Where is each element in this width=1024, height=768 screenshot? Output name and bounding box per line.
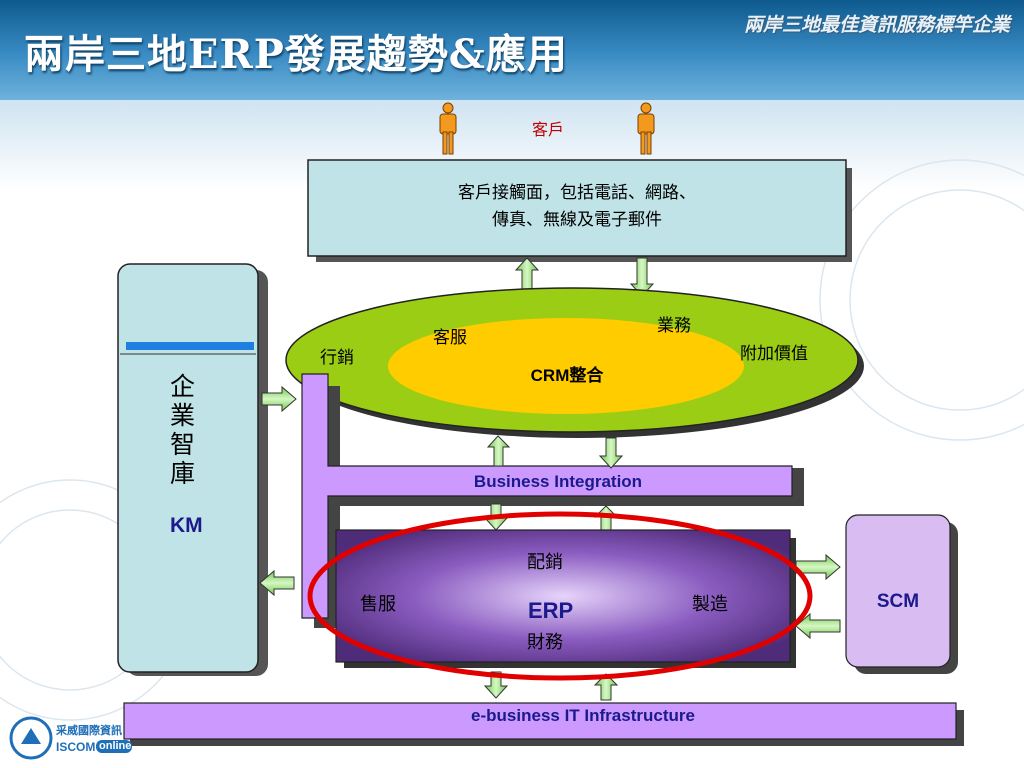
down-arrow-icon bbox=[598, 437, 624, 469]
left-arrow-icon bbox=[795, 612, 841, 640]
customer-label: 客戶 bbox=[532, 120, 565, 139]
erp-finance-label: 財務 bbox=[527, 632, 563, 653]
crm-title: CRM整合 bbox=[530, 366, 604, 385]
customer-person-icon bbox=[439, 102, 457, 155]
crm-value-added-label: 附加價值 bbox=[740, 344, 808, 364]
business-integration-bar bbox=[301, 373, 793, 619]
footer-logo bbox=[9, 716, 132, 760]
km-box bbox=[117, 263, 259, 673]
km-label: KM bbox=[170, 514, 203, 537]
footer-brand: ISCOM bbox=[56, 740, 96, 754]
crm-core bbox=[388, 318, 744, 414]
erp-sales-service-label: 售服 bbox=[360, 594, 396, 615]
erp-box bbox=[335, 529, 791, 663]
km-char-3: 智 bbox=[170, 430, 196, 459]
erp-distribution-label: 配銷 bbox=[527, 552, 563, 573]
page-title: 兩岸三地ERP發展趨勢&應用 bbox=[24, 31, 568, 78]
touchpoint-line-2: 傳真、無線及電子郵件 bbox=[492, 210, 662, 230]
header-banner bbox=[0, 0, 1024, 100]
touchpoint-line-1: 客戶接觸面，包括電話、網路、 bbox=[458, 183, 696, 203]
crm-marketing-label: 行銷 bbox=[320, 348, 354, 368]
customer-person-icon bbox=[637, 102, 655, 155]
crm-business-label: 業務 bbox=[657, 316, 691, 336]
business-integration-label: Business Integration bbox=[473, 472, 643, 491]
up-arrow-icon bbox=[593, 673, 619, 701]
km-char-4: 庫 bbox=[170, 459, 196, 488]
km-char-2: 業 bbox=[170, 401, 196, 430]
scm-box bbox=[845, 514, 951, 668]
crm-service-label: 客服 bbox=[433, 328, 467, 348]
erp-title: ERP bbox=[528, 598, 574, 623]
left-arrow-icon bbox=[259, 569, 295, 597]
km-bar bbox=[126, 342, 254, 350]
km-char-1: 企 bbox=[170, 372, 196, 401]
right-arrow-icon bbox=[261, 385, 297, 413]
up-arrow-icon bbox=[486, 435, 511, 467]
touchpoint-box bbox=[307, 159, 847, 257]
erp-highlight-ellipse bbox=[307, 511, 813, 681]
infrastructure-bar bbox=[123, 702, 957, 740]
erp-manufacturing-label: 製造 bbox=[692, 594, 728, 615]
footer-logo-text: 采威國際資訊 bbox=[56, 724, 122, 737]
infrastructure-label: e-business IT Infrastructure bbox=[471, 706, 695, 725]
company-slogan: 兩岸三地最佳資訊服務標竿企業 bbox=[743, 14, 1010, 36]
scm-label: SCM bbox=[876, 591, 920, 612]
footer-online-badge: online bbox=[99, 740, 132, 752]
